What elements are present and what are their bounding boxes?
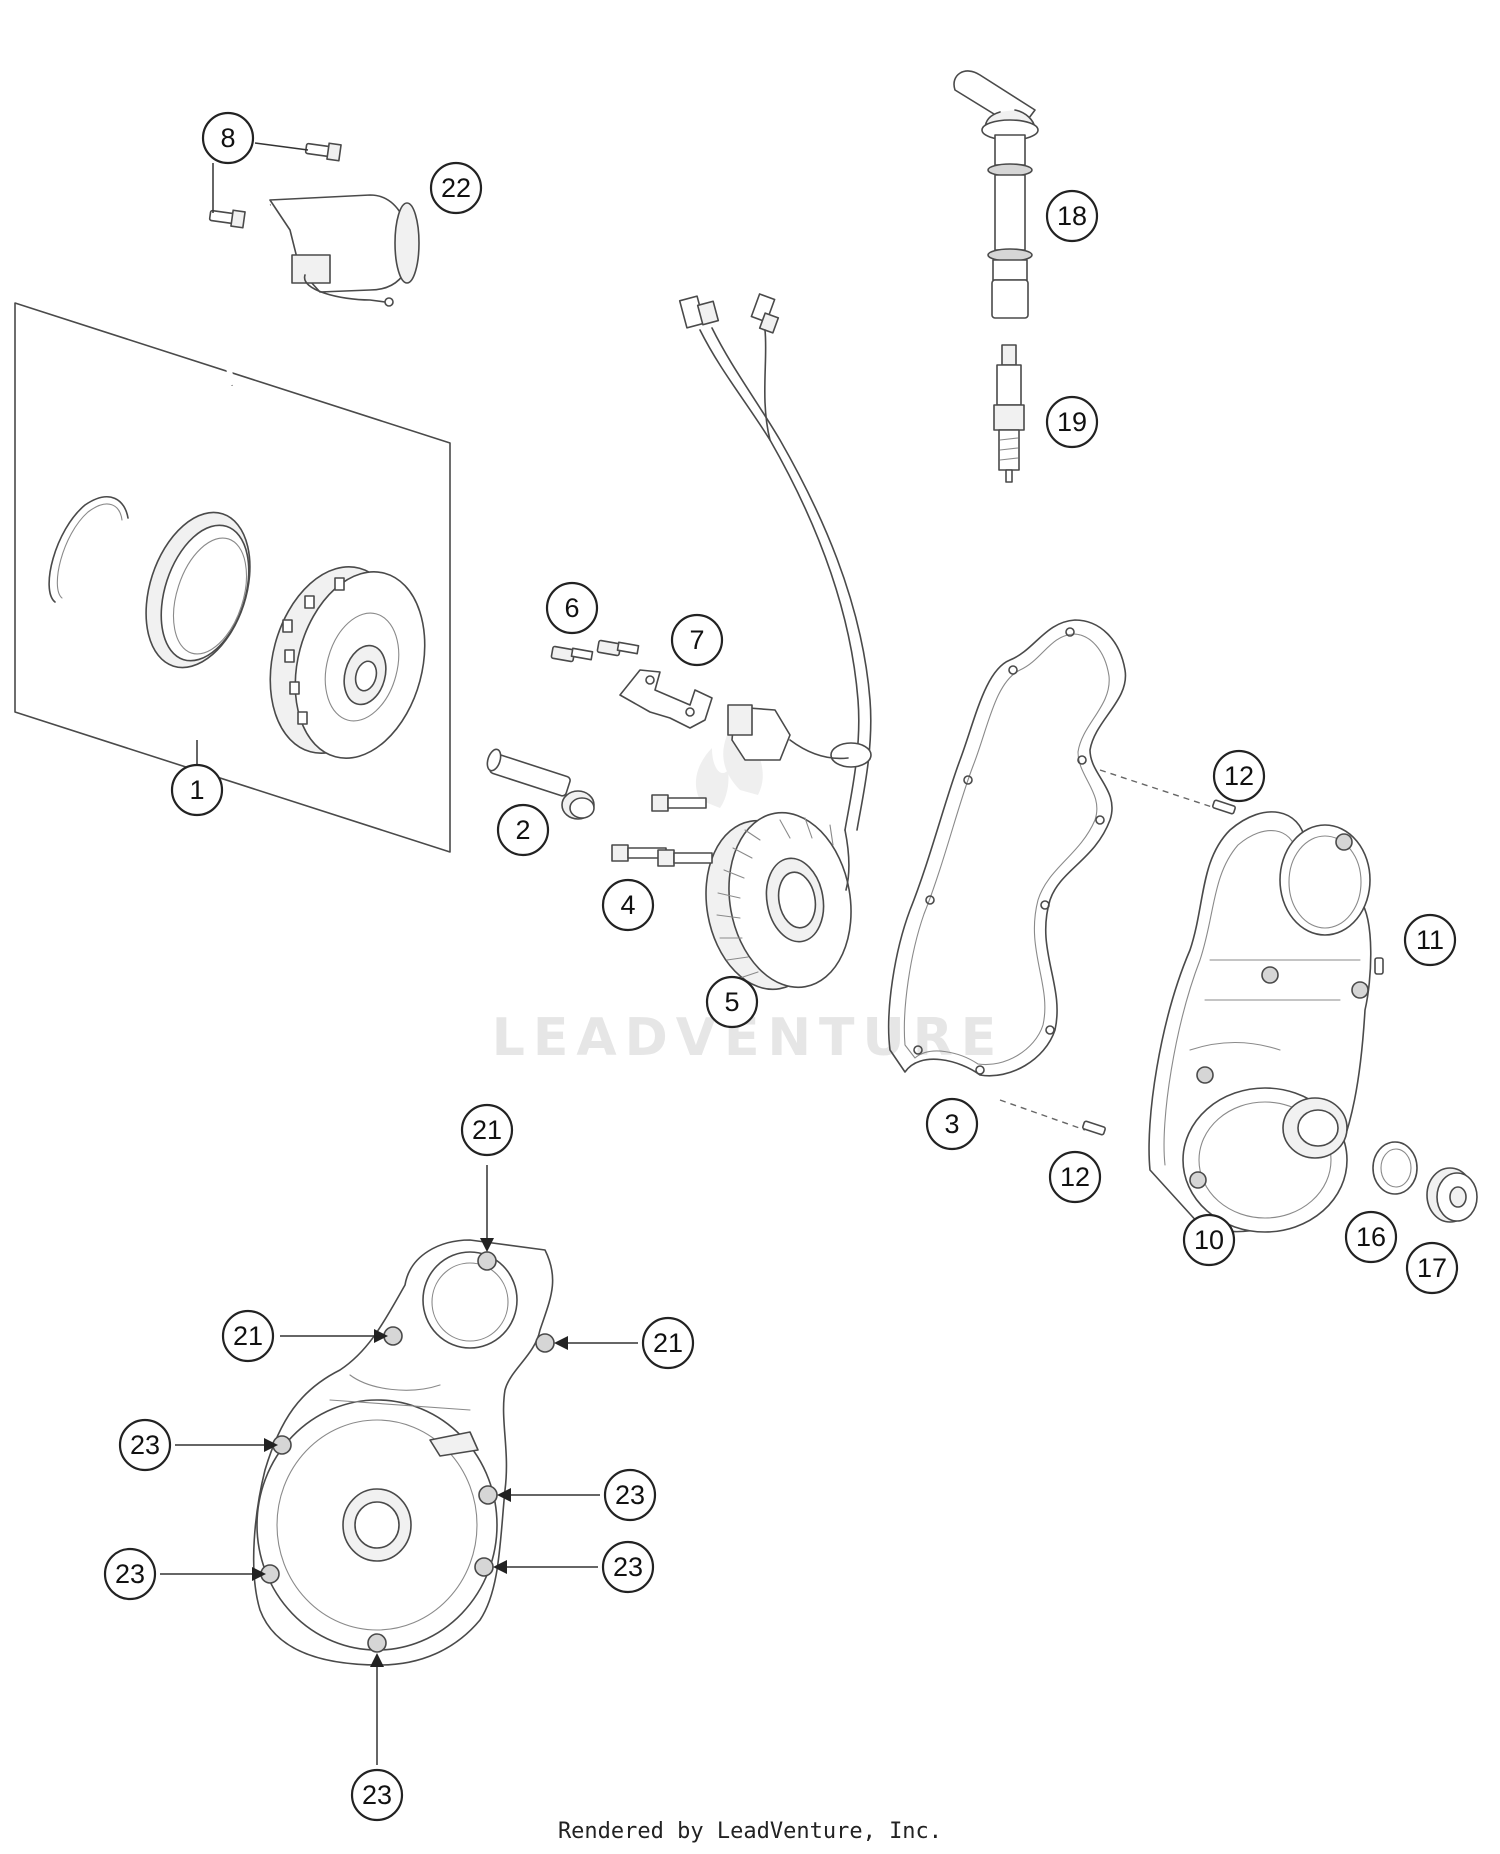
callout-8[interactable]: 8 bbox=[201, 111, 255, 165]
callout-label: 12 bbox=[1224, 761, 1254, 791]
callout-5[interactable]: 5 bbox=[705, 975, 759, 1029]
callout-label: 23 bbox=[130, 1430, 160, 1460]
callout-23-left-bottom[interactable]: 23 bbox=[103, 1547, 157, 1601]
o-ring-16 bbox=[1372, 1141, 1418, 1195]
callout-label: 17 bbox=[1417, 1253, 1447, 1283]
callout-19[interactable]: 19 bbox=[1045, 395, 1099, 449]
callout-1[interactable]: 1 bbox=[170, 763, 224, 817]
callout-label: 23 bbox=[615, 1480, 645, 1510]
callout-7[interactable]: 7 bbox=[670, 613, 724, 667]
callout-2[interactable]: 2 bbox=[496, 803, 550, 857]
callout-label: 18 bbox=[1057, 201, 1087, 231]
flywheel-kit-panel bbox=[14, 302, 451, 853]
stator-assembly bbox=[678, 293, 872, 991]
leaders bbox=[160, 142, 638, 1765]
callout-label: 16 bbox=[1356, 1222, 1386, 1252]
callout-label: 23 bbox=[613, 1552, 643, 1582]
screw-12-lower bbox=[1082, 1120, 1106, 1136]
callout-label: 6 bbox=[564, 593, 579, 623]
callout-label: 23 bbox=[115, 1559, 145, 1589]
callout-label: 23 bbox=[362, 1780, 392, 1810]
spark-plug bbox=[993, 344, 1025, 483]
callout-label: 12 bbox=[1060, 1162, 1090, 1192]
spark-plug-connector bbox=[953, 70, 1039, 319]
callout-23-right-bottom[interactable]: 23 bbox=[601, 1540, 655, 1594]
callout-12-upper[interactable]: 12 bbox=[1212, 749, 1266, 803]
callout-3[interactable]: 3 bbox=[925, 1097, 979, 1151]
callout-label: 1 bbox=[189, 775, 204, 805]
callout-label: 7 bbox=[689, 625, 704, 655]
callout-23-left-top[interactable]: 23 bbox=[118, 1418, 172, 1472]
callout-label: 5 bbox=[724, 987, 739, 1017]
ignition-cover-10 bbox=[1148, 811, 1372, 1233]
callout-18[interactable]: 18 bbox=[1045, 189, 1099, 243]
callout-label: 21 bbox=[653, 1328, 683, 1358]
ignition-cover-bottom-view bbox=[252, 1239, 555, 1666]
cable-holder-7 bbox=[619, 669, 713, 729]
gasket-3 bbox=[887, 619, 1127, 1077]
callout-label: 8 bbox=[220, 123, 235, 153]
callout-label: 11 bbox=[1416, 925, 1444, 955]
callout-21-right[interactable]: 21 bbox=[641, 1316, 695, 1370]
callout-label: 4 bbox=[620, 890, 635, 920]
callout-label: 22 bbox=[441, 173, 471, 203]
callout-4[interactable]: 4 bbox=[601, 878, 655, 932]
callout-10[interactable]: 10 bbox=[1182, 1213, 1236, 1267]
callout-label: 19 bbox=[1057, 407, 1087, 437]
callout-17[interactable]: 17 bbox=[1405, 1241, 1459, 1295]
bolt-8 bbox=[208, 142, 342, 229]
screw-12-upper bbox=[1212, 799, 1236, 815]
footer-credit: Rendered by LeadVenture, Inc. bbox=[558, 1819, 942, 1844]
callout-11[interactable]: 11 bbox=[1403, 913, 1457, 967]
ignition-coil bbox=[215, 194, 420, 386]
callout-6[interactable]: 6 bbox=[545, 581, 599, 635]
callout-label: 2 bbox=[515, 815, 530, 845]
callout-label: 21 bbox=[233, 1321, 263, 1351]
callout-16[interactable]: 16 bbox=[1344, 1210, 1398, 1264]
screw-plug-17 bbox=[1426, 1167, 1478, 1223]
callout-21-left[interactable]: 21 bbox=[221, 1309, 275, 1363]
flywheel-bolt-2 bbox=[486, 748, 595, 820]
plug-11 bbox=[1374, 957, 1384, 975]
callout-label: 10 bbox=[1194, 1225, 1224, 1255]
callout-23-bottom[interactable]: 23 bbox=[350, 1768, 404, 1822]
callout-12-lower[interactable]: 12 bbox=[1048, 1150, 1102, 1204]
screw-4 bbox=[611, 794, 713, 867]
callout-21-top[interactable]: 21 bbox=[460, 1103, 514, 1157]
callout-23-right-top[interactable]: 23 bbox=[603, 1468, 657, 1522]
callout-label: 3 bbox=[944, 1109, 959, 1139]
callout-22[interactable]: 22 bbox=[429, 161, 483, 215]
screw-6 bbox=[550, 639, 640, 663]
callout-label: 21 bbox=[472, 1115, 502, 1145]
